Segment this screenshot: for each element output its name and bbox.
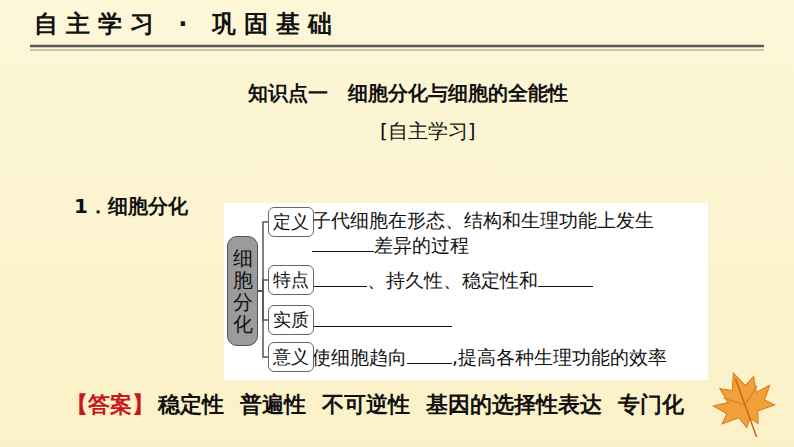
node-label: 意义 [273, 346, 309, 368]
bracket-line [258, 280, 268, 291]
fill-blank [538, 268, 593, 287]
text-line [312, 308, 452, 331]
body-text: 差异的过程 [374, 234, 469, 256]
text-line: 差异的过程 [312, 233, 469, 256]
answer-text: 不可逆性 [322, 390, 410, 420]
node-label: 细胞分化 [233, 247, 253, 335]
answer-text: 专门化 [618, 390, 684, 420]
fill-blank [312, 268, 367, 287]
fill-blank [312, 308, 452, 327]
body-text: 使细胞趋向 [312, 346, 407, 368]
item-heading: 1．细胞分化 [74, 193, 188, 220]
node-label: 特点 [273, 269, 309, 291]
section-title: 知识点一 细胞分化与细胞的全能性 [248, 80, 568, 107]
subheading: [自主学习] [380, 118, 476, 145]
answer-tag: 【答案】 [66, 390, 154, 420]
category-box: 实质 [268, 305, 314, 335]
header-text: 自主学习 · 巩固基础 [34, 8, 340, 40]
category-box: 特点 [268, 265, 314, 295]
body-text: 、持久性、稳定性和 [367, 269, 538, 291]
header-rule [30, 49, 764, 51]
answer-text: 稳定性 [158, 390, 224, 420]
text-line: 使细胞趋向 ,提高各种生理功能的效率 [312, 345, 667, 368]
text-line: 、持久性、稳定性和 [312, 268, 593, 291]
root-box: 细胞分化 [227, 236, 258, 346]
fill-blank [407, 345, 452, 364]
bracket-line [258, 291, 268, 357]
answer-text: 普遍性 [240, 390, 306, 420]
answer-text: 基因的选择性表达 [426, 390, 602, 420]
body-text: 子代细胞在形态、结构和生理功能上发生 [312, 209, 654, 231]
node-label: 实质 [273, 309, 309, 331]
bracket-line [258, 222, 268, 291]
category-box: 定义 [268, 207, 314, 237]
category-box: 意义 [268, 342, 314, 372]
fill-blank [312, 233, 374, 252]
body-text: ,提高各种生理功能的效率 [452, 346, 667, 368]
answer-row: 【答案】稳定性普遍性不可逆性基因的选择性表达专门化 [66, 390, 684, 420]
maple-leaf [705, 363, 785, 447]
text-line: 子代细胞在形态、结构和生理功能上发生 [312, 209, 654, 231]
header-rule [30, 45, 764, 48]
white-panel [224, 203, 708, 380]
node-label: 定义 [273, 211, 309, 233]
